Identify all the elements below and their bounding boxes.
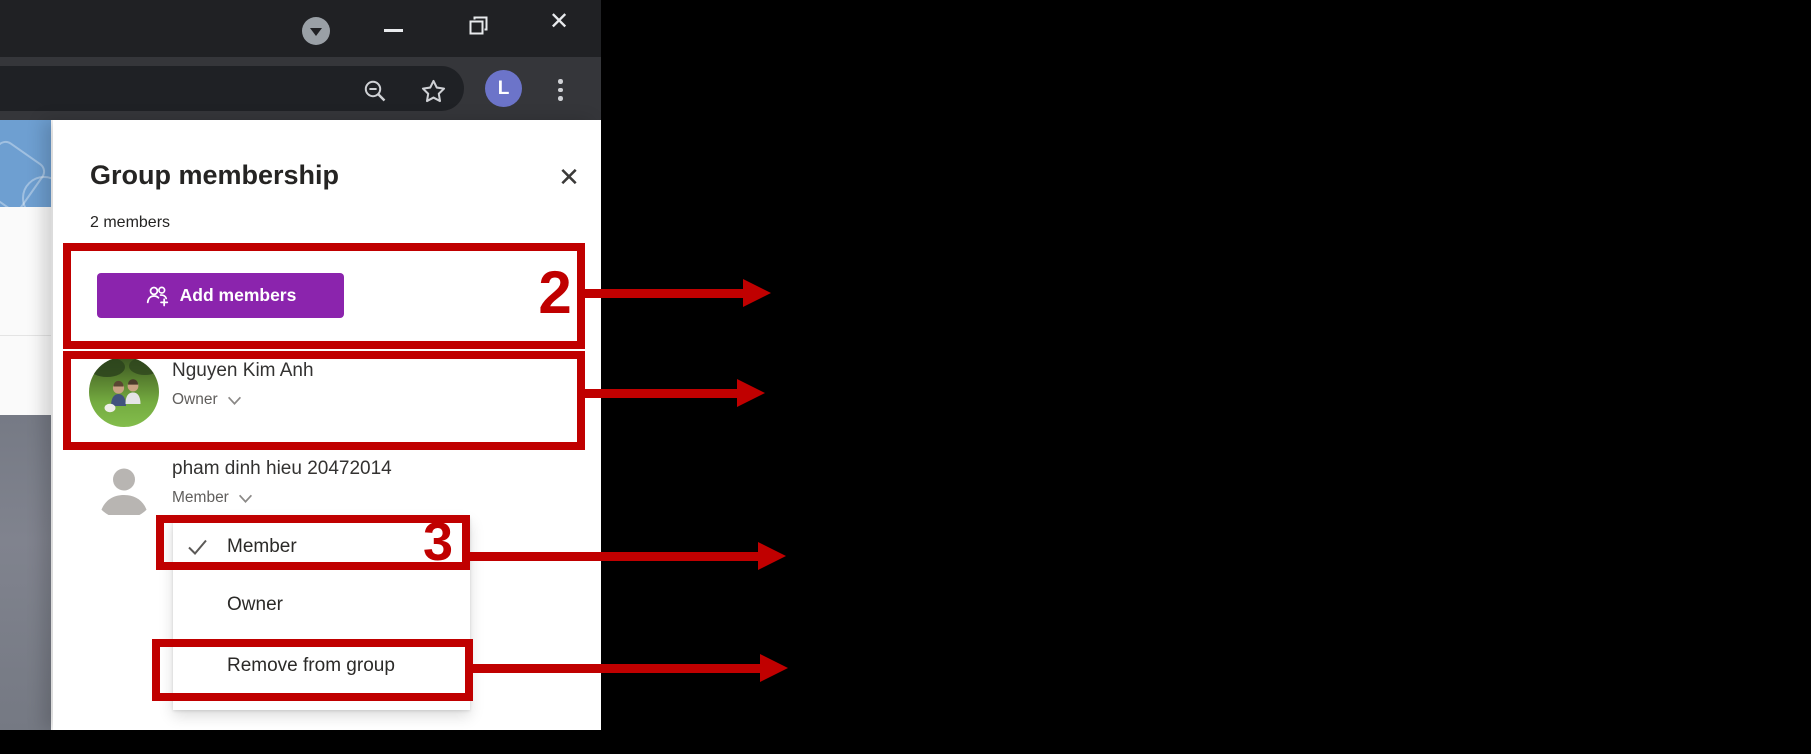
chevron-down-icon — [227, 396, 241, 405]
add-members-label: Add members — [179, 285, 297, 305]
panel-title: Group membership — [90, 160, 340, 190]
member-name: Nguyen Kim Anh — [172, 360, 314, 381]
background-page-strip — [0, 120, 51, 730]
member-role-label: Owner — [172, 391, 218, 408]
minimize-button[interactable] — [384, 29, 403, 32]
menu-item-label: Remove from group — [227, 655, 395, 676]
member-avatar-photo — [89, 357, 159, 427]
add-members-button[interactable]: Add members — [97, 273, 344, 318]
annotation-arrow-line — [473, 664, 762, 673]
browser-menu-button[interactable] — [558, 79, 563, 101]
member-count: 2 members — [90, 214, 171, 231]
people-add-icon — [146, 286, 168, 307]
member-role-dropdown[interactable]: Owner — [172, 391, 242, 409]
menu-item-label: Owner — [227, 594, 283, 615]
group-banner-strip — [0, 120, 51, 207]
browser-titlebar: ✕ — [0, 0, 601, 57]
profile-initial: L — [497, 77, 510, 99]
annotation-step-number-3: 3 — [422, 512, 454, 572]
zoom-out-icon[interactable] — [362, 78, 389, 105]
annotation-box-remove-option — [152, 639, 473, 701]
chevron-down-icon — [238, 494, 252, 503]
member-role-label: Member — [172, 489, 229, 506]
close-panel-button[interactable]: ✕ — [558, 162, 580, 192]
annotation-arrow-head — [737, 379, 765, 407]
annotation-arrow-line — [583, 389, 739, 398]
member-avatar-placeholder — [92, 455, 156, 519]
annotation-arrow-head — [758, 542, 786, 570]
annotation-box-add-members — [63, 243, 585, 349]
restore-button[interactable] — [469, 16, 489, 41]
background-content-strip — [0, 415, 51, 730]
browser-window: ✕ L — [0, 0, 601, 730]
member-role-dropdown[interactable]: Member — [172, 489, 253, 507]
annotation-arrow-line — [470, 552, 760, 561]
outlook-page: Group membership ✕ 2 members Add members — [0, 120, 601, 730]
banner-doodle — [22, 176, 51, 207]
dot — [558, 96, 563, 101]
group-membership-panel: Group membership ✕ 2 members Add members — [53, 120, 601, 730]
avatar-photo-image — [89, 357, 159, 427]
profile-avatar[interactable]: L — [485, 70, 522, 107]
role-context-menu: Member Owner Remove from group — [173, 517, 470, 710]
person-placeholder-icon — [100, 468, 148, 515]
annotation-arrow-line — [583, 289, 745, 298]
address-bar[interactable] — [0, 66, 464, 111]
menu-item-member[interactable]: Member — [173, 525, 470, 569]
chevron-down-icon — [310, 28, 322, 36]
annotation-arrow-head — [760, 654, 788, 682]
dot — [558, 87, 563, 92]
dot — [558, 79, 563, 84]
close-window-button[interactable]: ✕ — [549, 8, 570, 35]
annotation-box-member-option — [156, 515, 470, 570]
bookmark-star-icon[interactable] — [420, 78, 447, 105]
member-name: pham dinh hieu 20472014 — [172, 458, 392, 479]
checkmark-icon — [188, 539, 207, 555]
annotation-arrow-head — [743, 279, 771, 307]
tab-search-button[interactable] — [302, 17, 330, 45]
annotation-box-owner-row — [63, 351, 585, 450]
restore-icon — [469, 16, 488, 35]
annotation-step-number-2: 2 — [538, 259, 572, 326]
menu-item-label: Member — [227, 536, 297, 557]
divider — [0, 335, 51, 336]
menu-item-remove-from-group[interactable]: Remove from group — [173, 644, 470, 688]
browser-toolbar: L — [0, 57, 601, 120]
menu-item-owner[interactable]: Owner — [173, 583, 470, 627]
